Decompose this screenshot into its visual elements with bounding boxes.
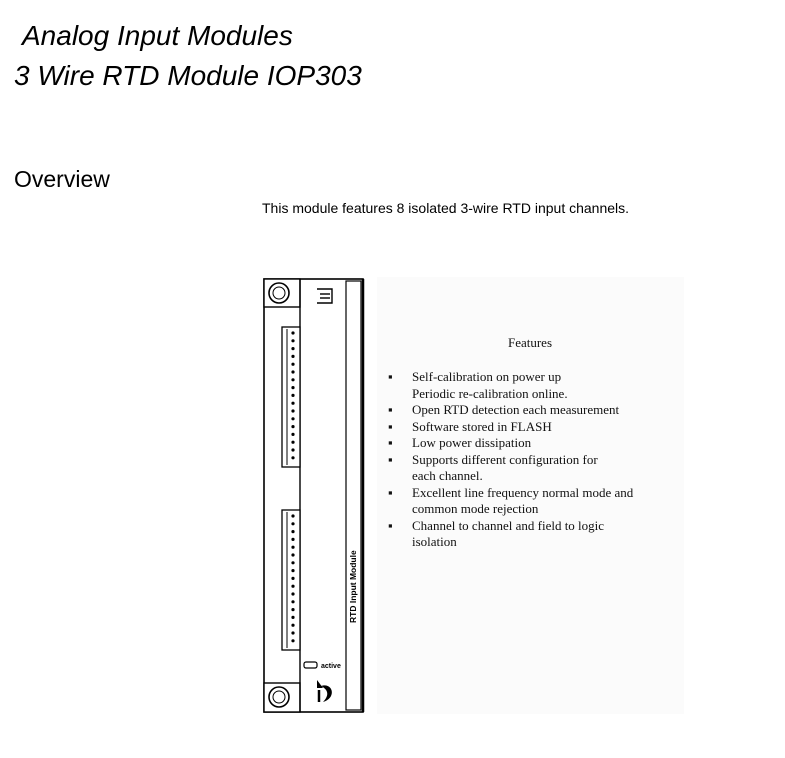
- bullet-icon: ▪: [388, 418, 393, 434]
- terminal-pin: [291, 631, 295, 635]
- mount-hole-bottom-inner: [272, 690, 286, 704]
- active-led-indicator: [303, 661, 318, 669]
- terminal-pin: [291, 615, 295, 619]
- terminal-pin: [291, 530, 295, 534]
- feature-item: ▪ Software stored in FLASH: [388, 419, 672, 436]
- bullet-icon: ▪: [388, 451, 393, 467]
- terminal-pin: [291, 639, 295, 643]
- terminal-pin: [291, 354, 295, 358]
- terminal-pin: [291, 456, 295, 460]
- terminal-pin: [291, 600, 295, 604]
- terminal-pin: [291, 514, 295, 518]
- terminal-pin: [291, 409, 295, 413]
- terminal-pin: [291, 347, 295, 351]
- feature-line-continued: each channel.: [412, 468, 483, 483]
- terminal-pin: [291, 393, 295, 397]
- bullet-icon: ▪: [388, 435, 393, 450]
- feature-line-continued: common mode rejection: [412, 501, 539, 516]
- feature-line: Self-calibration on power up: [412, 369, 562, 384]
- feature-line: Low power dissipation: [412, 435, 532, 450]
- features-panel-background: [377, 277, 684, 714]
- page-title-line2: 3 Wire RTD Module IOP303: [14, 60, 362, 91]
- module-figure: active RTD Input Module Features ▪ Self-c…: [262, 277, 684, 714]
- terminal-pin: [291, 576, 295, 580]
- terminal-pin: [291, 331, 295, 335]
- bullet-icon: ▪: [388, 402, 393, 417]
- feature-line: Open RTD detection each measurement: [412, 402, 620, 417]
- mount-hole-top-inner: [272, 286, 286, 300]
- terminal-pin: [291, 417, 295, 421]
- terminal-pin: [291, 440, 295, 444]
- latch-icon: [317, 288, 333, 304]
- terminal-pin: [291, 553, 295, 557]
- terminal-pin: [291, 623, 295, 627]
- active-led-label: active: [321, 663, 341, 670]
- terminal-pin: [291, 561, 295, 565]
- feature-line: Channel to channel and field to logic: [412, 517, 605, 533]
- terminal-pin: [291, 545, 295, 549]
- terminal-pin: [291, 339, 295, 343]
- mount-hole-bottom-icon: [268, 686, 290, 708]
- terminal-pin: [291, 370, 295, 374]
- module-drawing: active RTD Input Module: [263, 278, 365, 713]
- overview-intro-text: This module features 8 isolated 3-wire R…: [262, 200, 630, 216]
- terminal-pin: [291, 432, 295, 436]
- feature-line-continued: isolation: [412, 534, 457, 549]
- bullet-icon: ▪: [388, 369, 393, 384]
- terminal-block-2: [281, 509, 301, 651]
- module-side-label: RTD Input Module: [348, 550, 358, 623]
- terminal-pin: [291, 378, 295, 382]
- terminal-pin: [291, 386, 295, 390]
- bullet-icon: ▪: [388, 484, 393, 500]
- section-heading-overview: Overview: [14, 166, 110, 192]
- terminal-pin: [291, 592, 295, 596]
- terminal-block-1: [281, 326, 301, 468]
- feature-line-continued: Periodic re-calibration online.: [412, 385, 568, 401]
- terminal-pin: [291, 448, 295, 452]
- page-title-line1: Analog Input Modules: [22, 20, 293, 51]
- company-logo-icon: [317, 680, 332, 702]
- terminal-pin: [291, 537, 295, 541]
- feature-line: Excellent line frequency normal mode and: [412, 484, 634, 500]
- feature-line: Software stored in FLASH: [412, 418, 552, 434]
- features-title: Features: [507, 335, 553, 350]
- terminal-pin: [291, 401, 295, 405]
- feature-item: ▪ Open RTD detection each measurement: [388, 402, 672, 419]
- bullet-icon: ▪: [388, 517, 393, 533]
- terminal-pin: [291, 569, 295, 573]
- feature-item: ▪ Excellent line frequency normal mode an…: [388, 485, 672, 518]
- feature-item: ▪ Low power dissipation: [388, 435, 672, 452]
- terminal-pin: [291, 608, 295, 612]
- terminal-pin: [291, 362, 295, 366]
- feature-line: Supports different configuration for: [412, 451, 598, 467]
- terminal-pin: [291, 522, 295, 526]
- terminal-pin: [291, 425, 295, 429]
- module-side-panel: [345, 280, 362, 711]
- terminal-pin: [291, 584, 295, 588]
- mount-hole-top-icon: [268, 282, 290, 304]
